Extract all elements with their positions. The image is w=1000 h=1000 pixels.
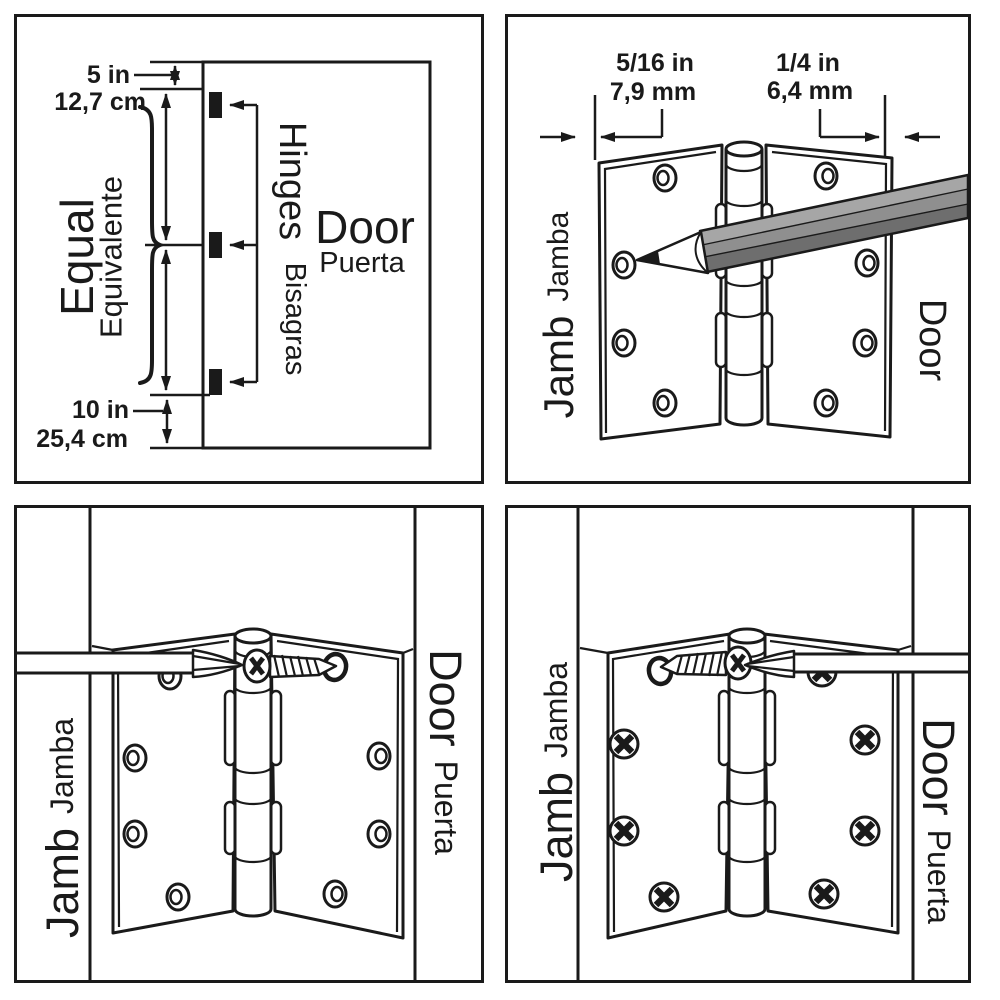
- hinge-mark-top: [209, 92, 222, 118]
- phillips-tip: [191, 648, 244, 679]
- phillips-screw-head: [849, 724, 881, 756]
- screw-hole: [854, 248, 880, 278]
- hinges-label: Hinges: [271, 122, 313, 240]
- hinge-leaf-door-edge: [771, 150, 888, 432]
- screw-hole: [813, 388, 839, 418]
- hinges-pointer-bracket: [229, 100, 259, 387]
- door-label: Door: [315, 201, 415, 253]
- hinge-mark-bottom: [209, 369, 222, 395]
- hinge-mark-middle: [209, 232, 222, 258]
- extension-lines: [140, 60, 210, 450]
- screw-hole: [852, 328, 878, 358]
- door-label: Door: [911, 299, 953, 382]
- hinge-leaf-door-edge: [276, 639, 400, 933]
- dim-label-25-4cm: 25,4 cm: [36, 425, 128, 453]
- screw-hole: [366, 741, 392, 771]
- screw-hole: [652, 163, 678, 193]
- screw-icon: [242, 648, 338, 684]
- hinge-pin: [223, 627, 283, 918]
- screw-holes: [611, 161, 880, 418]
- panel-hinge-spacing: 5 in 12,7 cm 10 in 25,4 cm Equal Equival…: [14, 14, 484, 484]
- dim-label-6-4mm: 6,4 mm: [767, 77, 853, 105]
- pencil-wood-edge: [694, 231, 709, 274]
- jamb-label-en: Jamb: [37, 828, 88, 938]
- dim-label-12-7cm: 12,7 cm: [54, 88, 146, 116]
- panel-mark-pilot-holes: 5/16 in 7,9 mm 1/4 in 6,4 mm Jamb Jamba D…: [505, 14, 971, 484]
- phillips-screw-head: [849, 815, 881, 847]
- phillips-screw-head: [608, 815, 640, 847]
- door-outline: [201, 60, 432, 450]
- hinge-leaf-jamb: [597, 143, 724, 441]
- door-label-es: Puerta: [428, 761, 464, 855]
- curly-brace: [138, 105, 166, 385]
- jamb-label-es: Jamba: [44, 718, 80, 814]
- door-label: DoorPuerta: [914, 718, 965, 924]
- hinge: [579, 627, 912, 940]
- pencil-graphite-tip: [637, 251, 660, 264]
- panel-border: [505, 14, 971, 484]
- hinge-marks: [209, 92, 222, 395]
- hinge-leaf-jamb-edge: [603, 150, 717, 434]
- panel-border: [505, 505, 971, 983]
- screw-icon: [659, 645, 753, 681]
- door-label: DoorPuerta: [421, 649, 472, 855]
- screwdriver-icon: [17, 648, 244, 679]
- jamb-label-en: Jamb: [535, 316, 582, 419]
- phillips-screw-head: [608, 728, 640, 760]
- screw-hole: [165, 882, 191, 912]
- screw-hole: [813, 161, 839, 191]
- jamb-label: Jamb Jamba: [37, 718, 88, 938]
- screwdriver-icon: [743, 649, 968, 679]
- equivalente-label: Equivalente: [94, 176, 129, 338]
- screw-hole: [122, 743, 148, 773]
- jamb-label: Jamb Jamba: [531, 662, 582, 882]
- screw-hole: [652, 388, 678, 418]
- dimension-arrows: [133, 65, 180, 444]
- dim-label-1-4in: 1/4 in: [776, 49, 840, 77]
- door-label-en: Door: [421, 649, 472, 747]
- phillips-screw-head: [808, 878, 840, 910]
- setback-dimensions: [540, 95, 940, 160]
- panel-border: [14, 505, 484, 983]
- hinge: [91, 627, 414, 940]
- screw-hole: [611, 250, 637, 280]
- screw-hole: [122, 819, 148, 849]
- panel-border: [14, 14, 484, 484]
- puerta-label: Puerta: [319, 247, 405, 279]
- jamb-label-en: Jamb: [531, 772, 582, 882]
- hinge: [597, 140, 894, 441]
- door-label-es: Puerta: [921, 830, 957, 924]
- hinge-pin: [714, 140, 774, 427]
- screw-holes: [122, 661, 392, 912]
- dim-label-5-16in: 5/16 in: [616, 49, 694, 77]
- panel-drive-all-screws: Jamb Jamba DoorPuerta: [505, 505, 971, 983]
- equal-label: Equal: [51, 198, 103, 316]
- dim-label-5in: 5 in: [87, 61, 130, 89]
- screw-hole: [322, 879, 348, 909]
- panel-drive-first-screw: Jamb Jamba DoorPuerta: [14, 505, 484, 983]
- bisagras-label: Bisagras: [279, 263, 311, 376]
- pencil-icon: [635, 173, 970, 275]
- hinge-pin: [717, 627, 777, 918]
- screw-hole: [611, 328, 637, 358]
- jamb-label-es: Jamba: [538, 662, 574, 758]
- jamb-label: Jamb Jamba: [535, 211, 582, 418]
- dim-label-10in: 10 in: [72, 396, 129, 424]
- door-label-en: Door: [914, 718, 965, 816]
- phillips-screw-head: [648, 881, 680, 913]
- jamb-label-es: Jamba: [542, 211, 575, 301]
- dim-label-7-9mm: 7,9 mm: [610, 78, 696, 106]
- screw-hole: [366, 819, 392, 849]
